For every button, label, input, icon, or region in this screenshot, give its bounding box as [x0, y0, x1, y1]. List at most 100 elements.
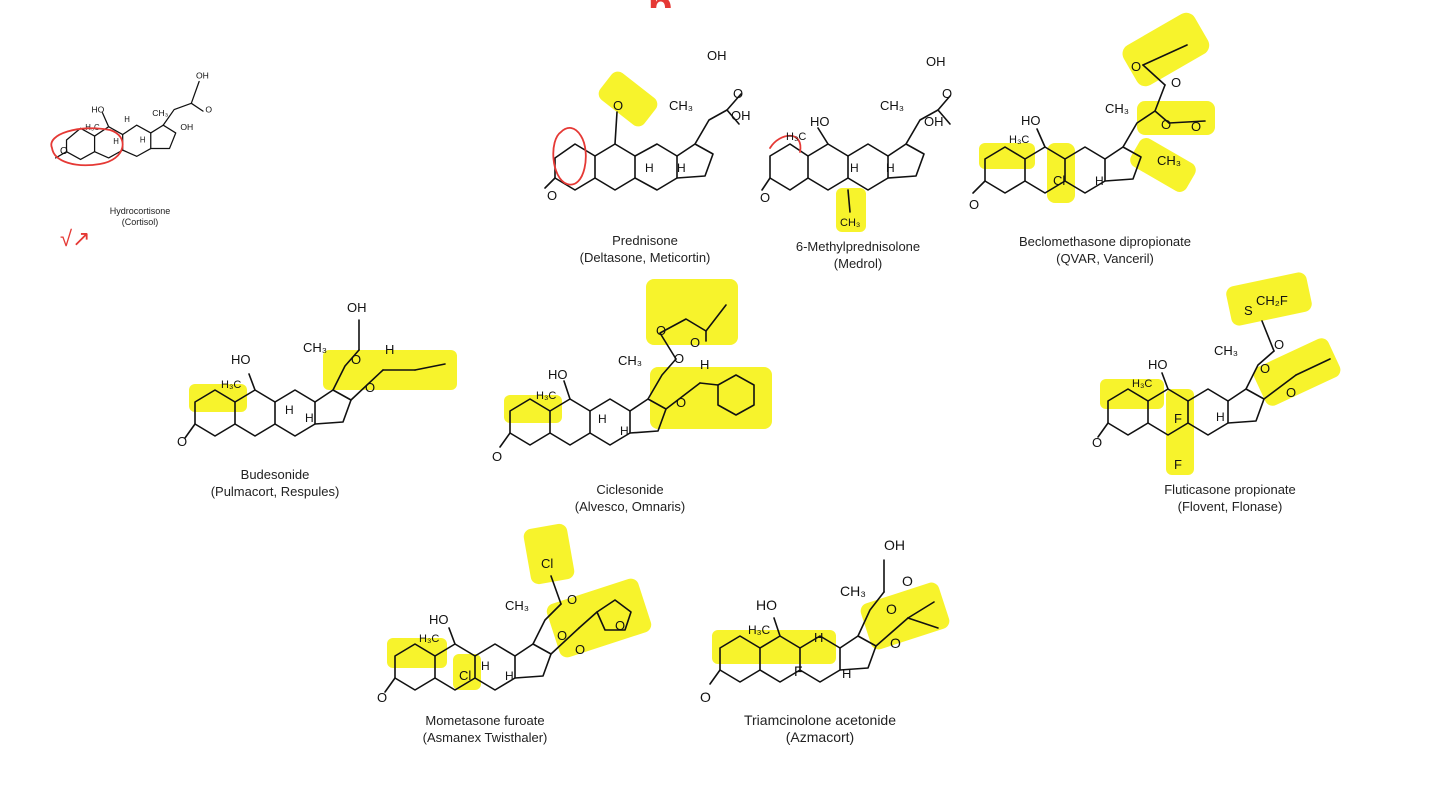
- compound-budesonide: OH HO H₃C CH₃ O H O H H O Budesonide (Pu…: [175, 290, 465, 505]
- structure-hydrocortisone: OH HO H₃C CH₃ O OH H H H O: [50, 70, 212, 167]
- compound-brands: (Flovent, Flonase): [1177, 499, 1283, 514]
- compound-brands: (Cortisol): [121, 217, 159, 227]
- compound-name: Ciclesonide: [596, 482, 664, 497]
- atom-label: O: [1131, 59, 1141, 74]
- compound-mometasone: Cl O HO H₃C CH₃ O O O Cl H H O Mometason…: [375, 520, 665, 750]
- compound-name: Fluticasone propionate: [1164, 482, 1296, 497]
- atom-label: CH₃: [880, 98, 904, 113]
- atom-label: O: [1260, 361, 1270, 376]
- atom-label: H: [113, 137, 119, 146]
- atom-label: Cl: [1053, 173, 1065, 188]
- compound-prednisone: OH O CH₃ O OH H H O Prednisone (Deltason…: [544, 40, 765, 270]
- atom-label: H₃C: [419, 633, 439, 645]
- atom-label: CH₃: [669, 98, 693, 113]
- atom-label: OH: [884, 537, 905, 553]
- compound-name: Prednisone: [612, 233, 678, 248]
- atom-label: OH: [926, 54, 946, 69]
- atom-label: O: [674, 351, 684, 366]
- structure-methylprednisolone: OH HO H₃C CH₃ O OH H H O CH₃: [760, 54, 952, 232]
- compound-hydrocortisone: OH HO H₃C CH₃ O OH H H H O Hydrocortison…: [40, 30, 240, 230]
- red-circle-annotation: [50, 127, 124, 167]
- atom-label: O: [656, 323, 666, 338]
- atom-label: H: [481, 659, 490, 673]
- atom-label: HO: [1021, 113, 1041, 128]
- atom-label: F: [794, 663, 803, 679]
- atom-label: H₃C: [1009, 134, 1029, 146]
- atom-label: S: [1244, 303, 1253, 318]
- compound-name: 6-Methylprednisolone: [795, 239, 921, 254]
- atom-label: O: [1191, 119, 1201, 134]
- atom-label: H₃C: [786, 131, 806, 143]
- structure-beclomethasone: O O HO H₃C CH₃ O O CH₃ Cl H O: [969, 12, 1215, 212]
- atom-label: OH: [347, 300, 367, 315]
- atom-label: O: [1161, 117, 1171, 132]
- atom-label: O: [1274, 337, 1284, 352]
- atom-label: H: [305, 411, 314, 425]
- atom-label: H: [140, 135, 146, 144]
- compound-beclomethasone: O O HO H₃C CH₃ O O CH₃ Cl H O Beclometha…: [965, 12, 1235, 275]
- atom-label: OH: [707, 48, 727, 63]
- atom-label: H₃C: [536, 390, 556, 402]
- atom-label: CH₃: [840, 217, 860, 229]
- atom-label: O: [1286, 385, 1296, 400]
- compound-brands: (QVAR, Vanceril): [1056, 251, 1154, 266]
- atom-label: O: [575, 642, 585, 657]
- atom-label: OH: [731, 108, 751, 123]
- atom-label: H: [886, 161, 895, 175]
- compound-ciclesonide: O O HO H₃C CH₃ O H O H H O Ciclesonide (…: [490, 275, 780, 515]
- atom-label: O: [902, 573, 913, 589]
- atom-label: HO: [231, 352, 251, 367]
- structure-fluticasone: S CH₂F HO H₃C CH₃ O O O F F H O: [1092, 272, 1341, 475]
- atom-label: O: [700, 689, 711, 705]
- atom-label: OH: [196, 70, 209, 80]
- atom-label: O: [613, 98, 623, 113]
- atom-label: O: [1171, 75, 1181, 90]
- compound-name: Hydrocortisone: [109, 206, 171, 216]
- compound-brands: (Medrol): [833, 256, 883, 271]
- atom-label: CH₃: [1157, 153, 1181, 168]
- atom-label: O: [969, 197, 979, 212]
- atom-label: CH₃: [840, 583, 866, 599]
- atom-label: O: [492, 449, 502, 464]
- atom-label: H: [385, 342, 394, 357]
- atom-label: Cl: [541, 556, 553, 571]
- caption-triamcinolone: Triamcinolone acetonide (Azmacort): [710, 712, 930, 746]
- caption-beclomethasone: Beclomethasone dipropionate (QVAR, Vance…: [985, 233, 1225, 267]
- atom-label: O: [567, 592, 577, 607]
- atom-label: HO: [91, 105, 104, 115]
- atom-label: H: [677, 161, 686, 175]
- atom-label: O: [942, 86, 952, 101]
- structure-prednisone: OH O CH₃ O OH H H O: [544, 48, 751, 203]
- atom-label: O: [676, 395, 686, 410]
- atom-label: HO: [429, 612, 449, 627]
- structure-budesonide: OH HO H₃C CH₃ O H O H H O: [177, 300, 457, 449]
- checkmark-annotation: √↗: [60, 226, 91, 251]
- atom-label: O: [177, 434, 187, 449]
- compound-methylprednisolone: OH HO H₃C CH₃ O OH H H O CH₃ 6-Methylpre…: [760, 40, 960, 275]
- compound-brands: (Azmacort): [785, 729, 855, 745]
- atom-label: OH: [924, 114, 944, 129]
- slide-title-fragment: p: [648, 0, 674, 8]
- atom-label: O: [557, 628, 567, 643]
- compound-brands: (Deltasone, Meticortin): [579, 250, 711, 265]
- caption-fluticasone: Fluticasone propionate (Flovent, Flonase…: [1130, 481, 1330, 515]
- caption-ciclesonide: Ciclesonide (Alvesco, Omnaris): [550, 481, 710, 515]
- compound-name: Triamcinolone acetonide: [743, 712, 896, 728]
- atom-label: H: [814, 630, 823, 645]
- atom-label: H: [285, 403, 294, 417]
- atom-label: O: [733, 86, 743, 101]
- atom-label: HO: [1148, 357, 1168, 372]
- compound-brands: (Asmanex Twisthaler): [422, 730, 548, 745]
- atom-label: O: [890, 635, 901, 651]
- compound-fluticasone: S CH₂F HO H₃C CH₃ O O O F F H O Fluticas…: [1090, 272, 1360, 520]
- atom-label: H: [505, 669, 514, 683]
- atom-label: HO: [756, 597, 777, 613]
- atom-label: O: [377, 690, 387, 705]
- compound-brands: (Alvesco, Omnaris): [574, 499, 686, 514]
- atom-label: CH₃: [618, 353, 642, 368]
- atom-label: O: [60, 146, 68, 157]
- atom-label: H: [598, 412, 607, 426]
- atom-label: H: [700, 357, 709, 372]
- atom-label: H: [842, 666, 851, 681]
